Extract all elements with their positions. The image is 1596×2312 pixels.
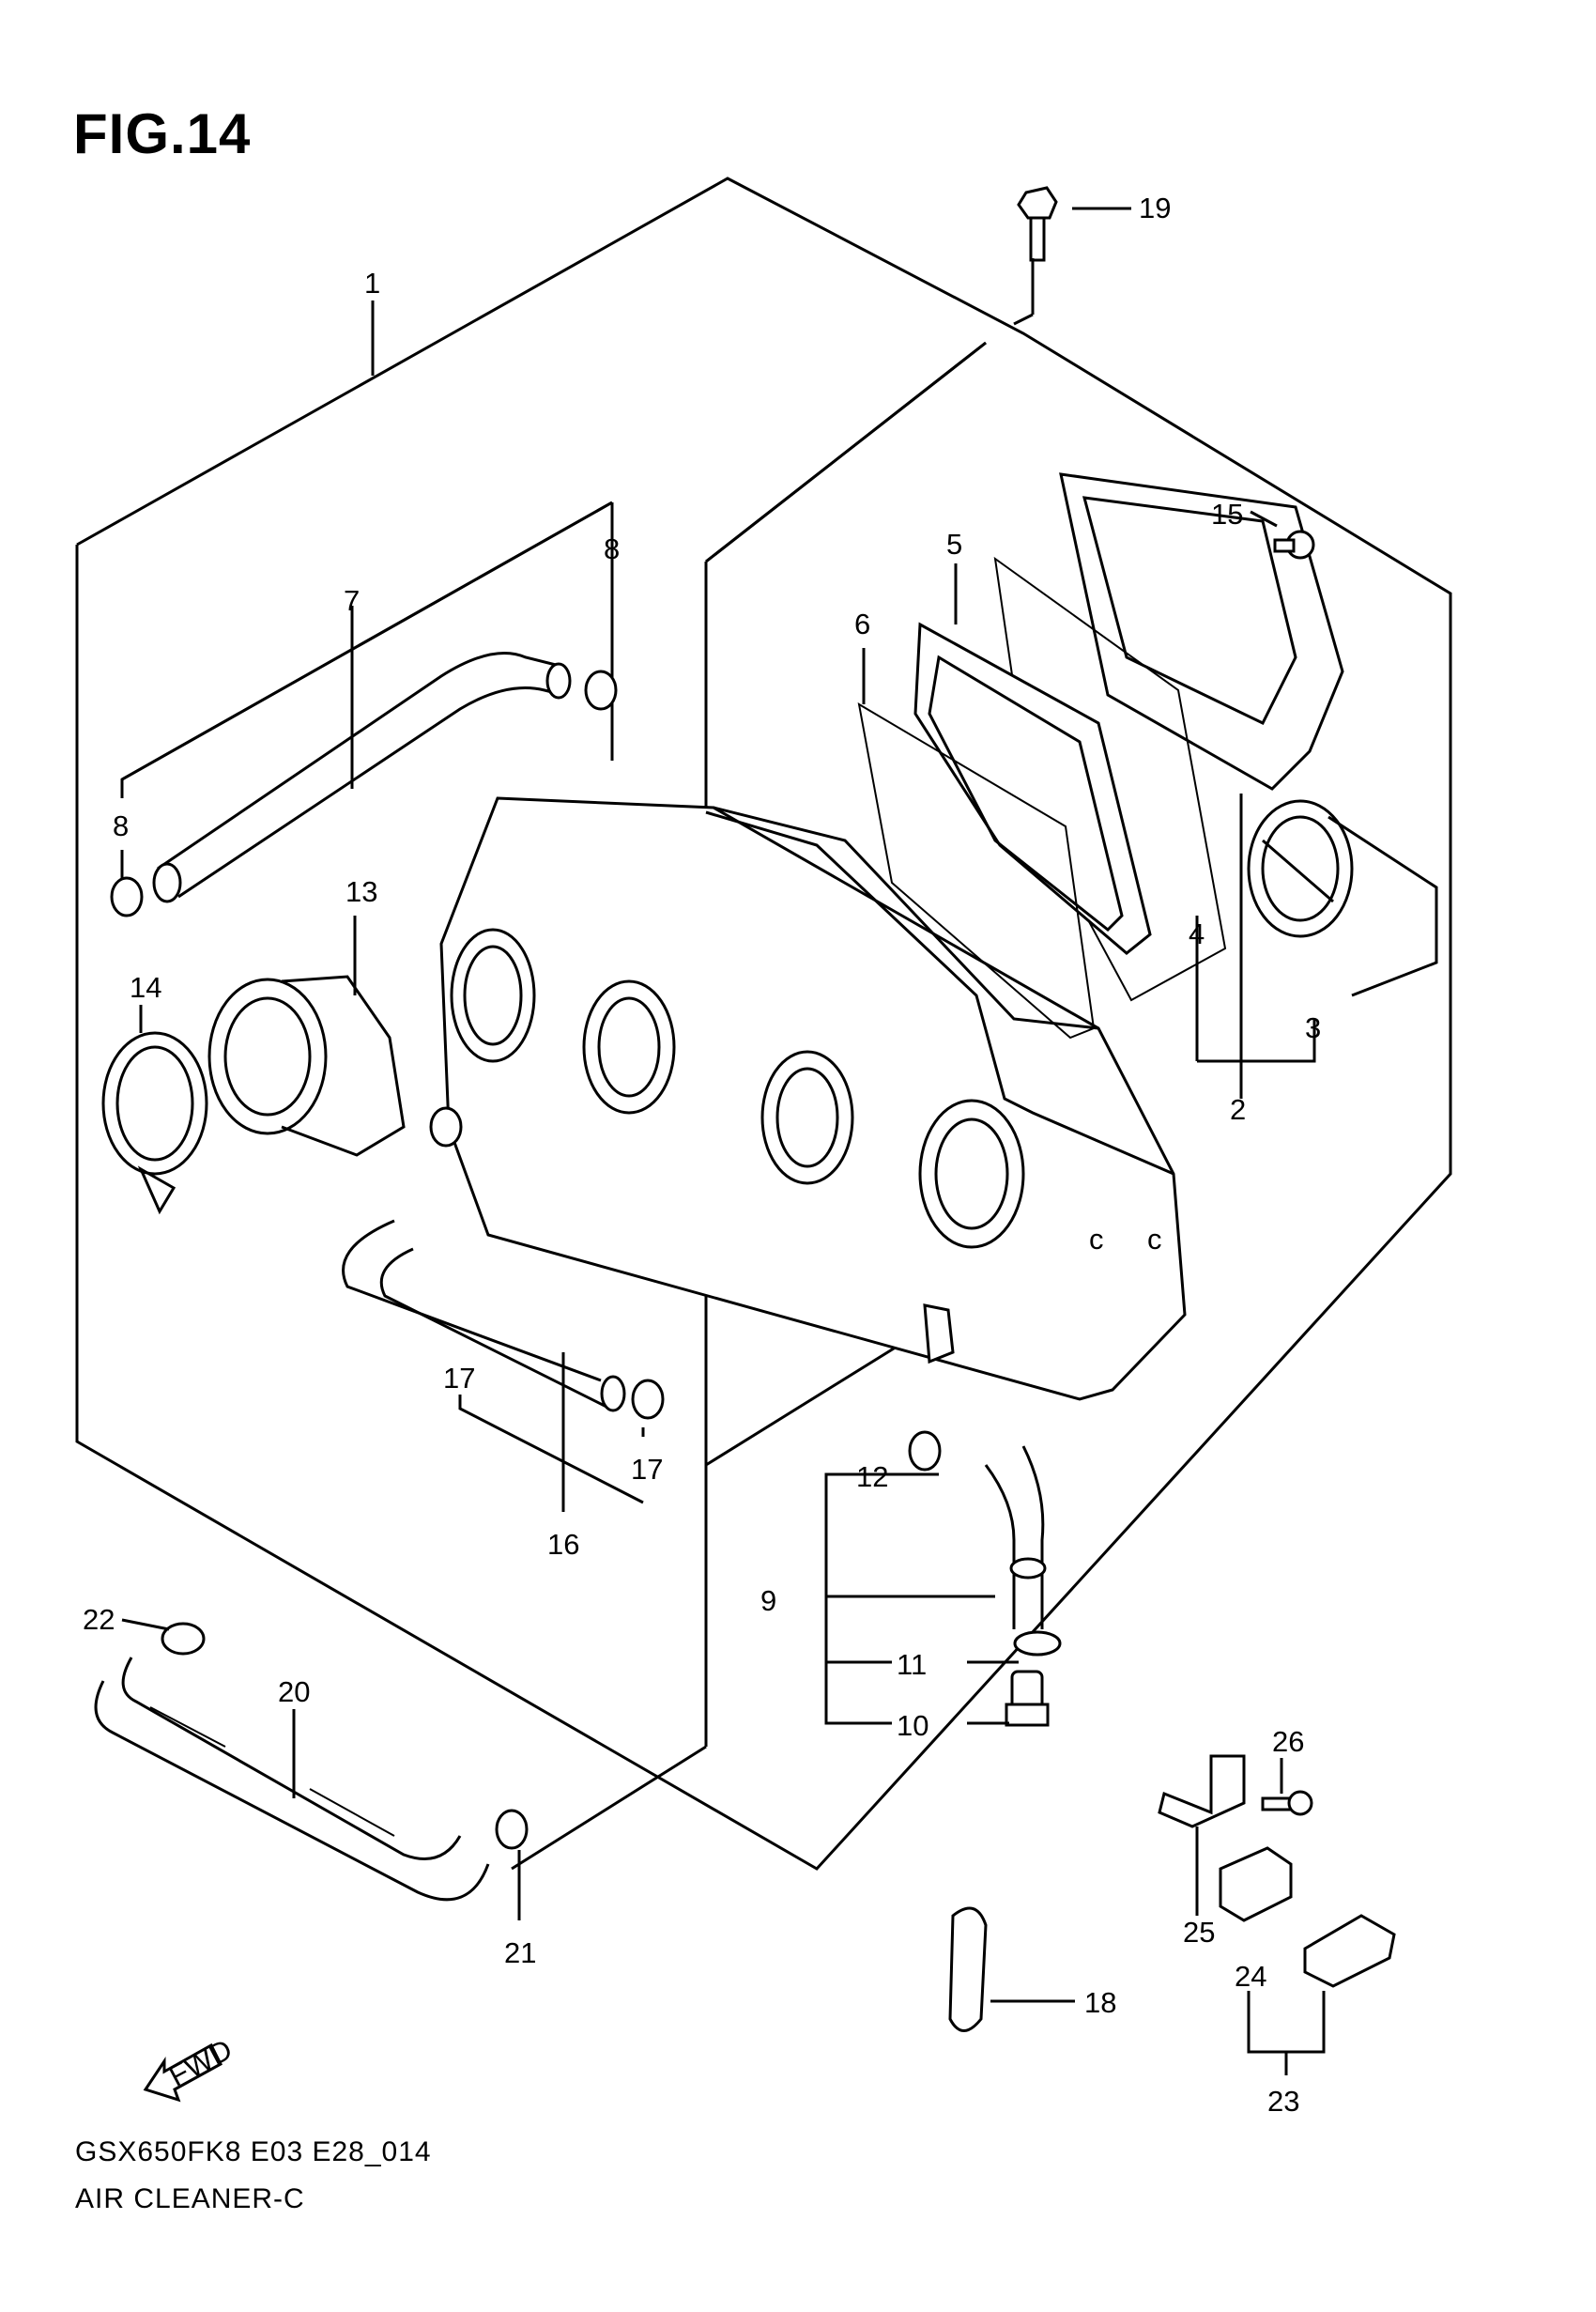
- callout-17-left: 17: [443, 1362, 475, 1395]
- callout-labels: 1 2 3 4 5 6 7 8 8 9 10 11 12 13 14 15 16…: [83, 192, 1321, 2118]
- callout-8-top: 8: [604, 532, 620, 565]
- filter-frame-parts: [857, 472, 1344, 1040]
- strap-18: [948, 1906, 988, 2032]
- callout-5: 5: [946, 528, 962, 561]
- callout-15: 15: [1211, 498, 1243, 531]
- callout-2: 2: [1230, 1093, 1246, 1126]
- intake-funnel-right: [1247, 799, 1438, 997]
- svg-text:c: c: [1147, 1223, 1162, 1256]
- callout-9: 9: [760, 1584, 776, 1617]
- callout-25: 25: [1183, 1916, 1215, 1949]
- fwd-arrow: FWD: [143, 2033, 238, 2103]
- callout-1: 1: [364, 267, 380, 300]
- connector-23: [1303, 1914, 1396, 1988]
- callout-14: 14: [130, 971, 161, 1004]
- callout-6: 6: [854, 608, 870, 640]
- figure-title: FIG.14: [73, 102, 252, 165]
- fwd-label: FWD: [163, 2033, 238, 2093]
- drain-plug-10: [1005, 1670, 1050, 1727]
- bolt-26: [1261, 1790, 1313, 1816]
- drain-hose-20: [94, 1657, 490, 1902]
- connector-24: [1219, 1846, 1293, 1922]
- air-cleaner-case: c c: [439, 796, 1187, 1401]
- bracket-25: [1158, 1754, 1246, 1828]
- callout-18: 18: [1084, 1986, 1116, 2019]
- callout-26: 26: [1272, 1725, 1304, 1758]
- callout-12: 12: [856, 1460, 888, 1493]
- callout-19: 19: [1139, 192, 1171, 224]
- svg-text:c: c: [1089, 1223, 1104, 1256]
- callout-13: 13: [345, 875, 377, 908]
- intake-funnel-left: [207, 975, 406, 1157]
- leader-lines: [120, 207, 1326, 2075]
- callout-10: 10: [897, 1709, 928, 1742]
- callout-4: 4: [1189, 917, 1205, 950]
- callout-7: 7: [344, 584, 360, 617]
- clamp-14: [101, 1031, 208, 1215]
- callout-17-right: 17: [631, 1453, 663, 1486]
- section-name: AIR CLEANER-C: [75, 2183, 305, 2214]
- hose-9: [984, 1445, 1047, 1629]
- callout-22: 22: [83, 1603, 115, 1636]
- callout-16: 16: [547, 1528, 579, 1561]
- callout-24: 24: [1235, 1960, 1266, 1993]
- hose-16: [342, 1219, 626, 1412]
- callout-21: 21: [504, 1936, 536, 1969]
- assembly-boundary: [75, 177, 1452, 1871]
- callout-3: 3: [1305, 1011, 1321, 1044]
- bolt-19: [1017, 186, 1058, 262]
- callout-11: 11: [897, 1648, 927, 1681]
- model-code: GSX650FK8 E03 E28_014: [75, 2136, 432, 2167]
- callout-8-left: 8: [113, 809, 129, 842]
- callout-20: 20: [278, 1675, 310, 1708]
- breather-hose-7: [152, 652, 572, 903]
- clips: [110, 670, 1062, 1850]
- screw-15: [1273, 530, 1315, 560]
- callout-23: 23: [1267, 2085, 1299, 2118]
